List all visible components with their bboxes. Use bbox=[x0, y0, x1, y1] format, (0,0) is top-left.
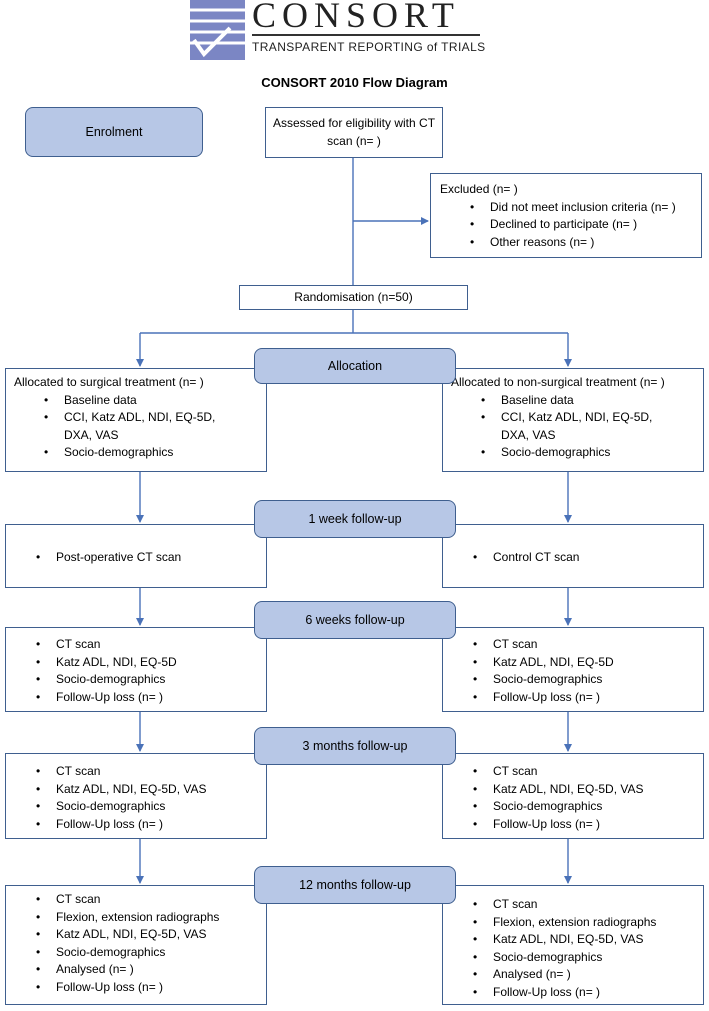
stage-month3: 3 months follow-up bbox=[254, 727, 456, 765]
list-item: Katz ADL, NDI, EQ-5D bbox=[6, 654, 266, 672]
list-item: Socio-demographics bbox=[443, 949, 703, 967]
list-item: Follow-Up loss (n= ) bbox=[6, 689, 266, 707]
consort-logo: CONSORT TRANSPARENT REPORTING of TRIALS bbox=[190, 0, 490, 62]
list-item: Socio-demographics bbox=[6, 798, 266, 816]
list-item: CT scan bbox=[443, 896, 703, 914]
week6-right-box: CT scan Katz ADL, NDI, EQ-5D Socio-demog… bbox=[442, 627, 704, 712]
allocated-nonsurgical-box: Allocated to non-surgical treatment (n= … bbox=[442, 368, 704, 472]
list-item: Control CT scan bbox=[443, 549, 703, 567]
list-item: Socio-demographics bbox=[451, 444, 683, 462]
allocated-surgical-title: Allocated to surgical treatment (n= ) bbox=[14, 375, 204, 389]
allocated-surgical-box: Allocated to surgical treatment (n= ) Ba… bbox=[5, 368, 267, 472]
list-item: Post-operative CT scan bbox=[6, 549, 266, 567]
list-item: Analysed (n= ) bbox=[6, 961, 266, 979]
list-item: Socio-demographics bbox=[14, 444, 246, 462]
list-item: CT scan bbox=[443, 763, 703, 781]
week1-right-box: Control CT scan bbox=[442, 524, 704, 588]
logo-divider bbox=[252, 34, 480, 36]
excluded-item: Other reasons (n= ) bbox=[440, 234, 701, 252]
month12-right-box: CT scan Flexion, extension radiographs K… bbox=[442, 885, 704, 1005]
month3-right-box: CT scan Katz ADL, NDI, EQ-5D, VAS Socio-… bbox=[442, 753, 704, 839]
list-item: Follow-Up loss (n= ) bbox=[443, 816, 703, 834]
list-item: Socio-demographics bbox=[6, 671, 266, 689]
consort-wordmark: CONSORT bbox=[252, 0, 460, 35]
list-item: Socio-demographics bbox=[443, 798, 703, 816]
excluded-title: Excluded (n= ) bbox=[440, 182, 518, 196]
list-item: Follow-Up loss (n= ) bbox=[6, 816, 266, 834]
stage-month12: 12 months follow-up bbox=[254, 866, 456, 904]
list-item: Flexion, extension radiographs bbox=[443, 914, 703, 932]
week1-left-box: Post-operative CT scan bbox=[5, 524, 267, 588]
week6-left-box: CT scan Katz ADL, NDI, EQ-5D Socio-demog… bbox=[5, 627, 267, 712]
list-item: Katz ADL, NDI, EQ-5D, VAS bbox=[6, 781, 266, 799]
consort-logo-mark-icon bbox=[190, 0, 245, 60]
list-item: Katz ADL, NDI, EQ-5D bbox=[443, 654, 703, 672]
list-item: Socio-demographics bbox=[6, 944, 266, 962]
diagram-title: CONSORT 2010 Flow Diagram bbox=[261, 75, 448, 90]
randomisation-box: Randomisation (n=50) bbox=[239, 285, 468, 310]
stage-week1: 1 week follow-up bbox=[254, 500, 456, 538]
list-item: CT scan bbox=[6, 763, 266, 781]
excluded-item: Did not meet inclusion criteria (n= ) bbox=[440, 199, 701, 217]
assessed-text: Assessed for eligibility with CT scan (n… bbox=[272, 116, 436, 148]
list-item: Katz ADL, NDI, EQ-5D, VAS bbox=[443, 781, 703, 799]
month3-left-box: CT scan Katz ADL, NDI, EQ-5D, VAS Socio-… bbox=[5, 753, 267, 839]
stage-enrolment: Enrolment bbox=[25, 107, 203, 157]
list-item: Baseline data bbox=[14, 392, 246, 410]
excluded-item: Declined to participate (n= ) bbox=[440, 216, 701, 234]
list-item: Baseline data bbox=[451, 392, 683, 410]
list-item: CT scan bbox=[6, 636, 266, 654]
stage-week6: 6 weeks follow-up bbox=[254, 601, 456, 639]
consort-tagline: TRANSPARENT REPORTING of TRIALS bbox=[252, 40, 486, 54]
list-item: CT scan bbox=[6, 891, 266, 909]
randomisation-text: Randomisation (n=50) bbox=[294, 290, 413, 304]
list-item: Socio-demographics bbox=[443, 671, 703, 689]
list-item: Flexion, extension radiographs bbox=[6, 909, 266, 927]
list-item: Katz ADL, NDI, EQ-5D, VAS bbox=[443, 931, 703, 949]
list-item: Follow-Up loss (n= ) bbox=[443, 689, 703, 707]
month12-left-box: CT scan Flexion, extension radiographs K… bbox=[5, 885, 267, 1005]
assessed-box: Assessed for eligibility with CT scan (n… bbox=[265, 107, 443, 158]
list-item: Follow-Up loss (n= ) bbox=[6, 979, 266, 997]
excluded-box: Excluded (n= ) Did not meet inclusion cr… bbox=[430, 173, 702, 258]
list-item: CCI, Katz ADL, NDI, EQ-5D, DXA, VAS bbox=[451, 409, 683, 444]
allocated-nonsurgical-title: Allocated to non-surgical treatment (n= … bbox=[451, 375, 665, 389]
list-item: Follow-Up loss (n= ) bbox=[443, 984, 703, 1002]
list-item: Katz ADL, NDI, EQ-5D, VAS bbox=[6, 926, 266, 944]
list-item: CT scan bbox=[443, 636, 703, 654]
stage-allocation: Allocation bbox=[254, 348, 456, 384]
list-item: CCI, Katz ADL, NDI, EQ-5D, DXA, VAS bbox=[14, 409, 246, 444]
list-item: Analysed (n= ) bbox=[443, 966, 703, 984]
